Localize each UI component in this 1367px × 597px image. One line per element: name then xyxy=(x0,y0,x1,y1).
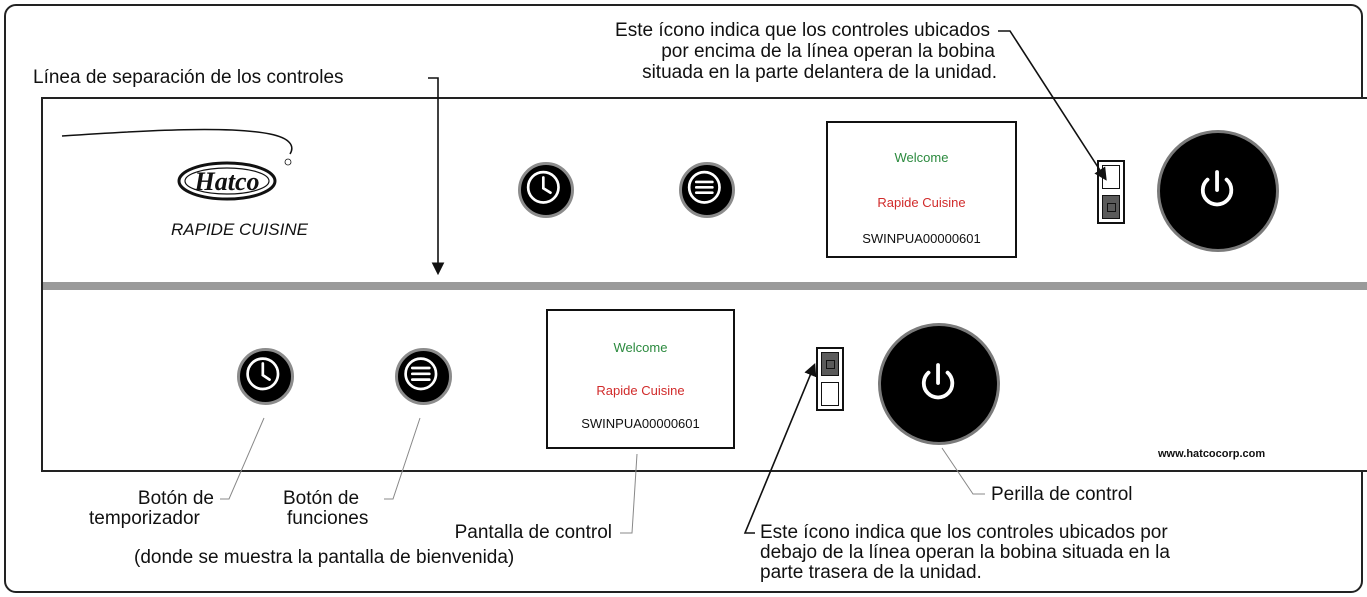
power-icon xyxy=(1200,170,1234,207)
separation-line-callout: Línea de separación de los controles xyxy=(33,67,344,88)
control-display-front: Welcome Rapide Cuisine SWINPUA00000601 xyxy=(826,121,1017,258)
timer-button-callout-line1: Botón de xyxy=(137,488,214,509)
display-serial: SWINPUA00000601 xyxy=(862,231,981,246)
logo-wordmark: Hatco xyxy=(194,167,260,196)
function-button-front[interactable] xyxy=(679,162,735,218)
bottom-icon-callout-line3: parte trasera de la unidad. xyxy=(760,562,982,583)
timer-button-front[interactable] xyxy=(518,162,574,218)
timer-button-callout-line2: temporizador xyxy=(89,508,200,529)
bottom-icon-callout-line2: debajo de la línea operan la bobina situ… xyxy=(760,542,1170,563)
separation-line xyxy=(43,282,1367,290)
function-button-callout-line2: funciones xyxy=(287,508,369,529)
welcome-note: (donde se muestra la pantalla de bienven… xyxy=(134,547,515,568)
function-button-callout-line1: Botón de xyxy=(283,488,360,509)
bottom-icon-callout-line1: Este ícono indica que los controles ubic… xyxy=(760,522,1168,543)
display-brand: Rapide Cuisine xyxy=(596,383,685,398)
display-welcome: Welcome xyxy=(613,340,668,355)
front-coil-indicator-icon xyxy=(1097,160,1125,224)
menu-icon xyxy=(687,170,721,204)
rear-coil-indicator-icon xyxy=(816,347,844,411)
menu-icon xyxy=(404,357,438,391)
display-serial: SWINPUA00000601 xyxy=(581,416,700,431)
top-icon-callout-line2: por encima de la línea operan la bobina xyxy=(661,41,995,62)
hatco-logo-icon: Hatco xyxy=(177,158,292,201)
clock-icon xyxy=(246,357,280,391)
product-name: RAPIDE CUISINE xyxy=(171,220,308,239)
control-display-rear: Welcome Rapide Cuisine SWINPUA00000601 xyxy=(546,309,735,449)
top-icon-callout-line1: Este ícono indica que los controles ubic… xyxy=(615,20,990,41)
clock-icon xyxy=(526,170,560,204)
timer-button-rear[interactable] xyxy=(237,348,294,405)
display-welcome: Welcome xyxy=(894,150,949,165)
display-brand: Rapide Cuisine xyxy=(877,195,966,210)
power-icon xyxy=(921,363,955,400)
control-display-callout: Pantalla de control xyxy=(454,522,612,543)
logo-swoosh xyxy=(61,128,293,155)
control-knob-callout: Perilla de control xyxy=(991,484,1133,505)
control-knob-front[interactable] xyxy=(1157,130,1279,252)
control-knob-rear[interactable] xyxy=(878,323,1000,445)
function-button-rear[interactable] xyxy=(395,348,452,405)
top-icon-callout-line3: situada en la parte delantera de la unid… xyxy=(642,62,997,83)
website-url: www.hatcocorp.com xyxy=(1158,448,1266,460)
